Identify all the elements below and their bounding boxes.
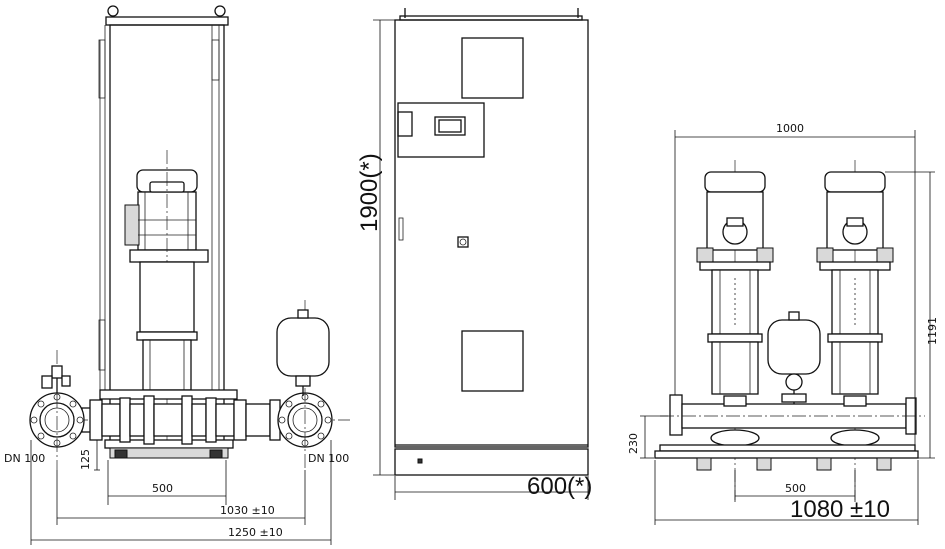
dim-1900-label: 1900(*) [356, 153, 383, 232]
dim-230-label: 230 [627, 433, 640, 454]
dim-125-label: 125 [79, 449, 92, 470]
dim-1030-label: 1030 ±10 [220, 504, 275, 517]
dim-600-label: 600(*) [527, 473, 592, 500]
dn-right-label: DN 100 [308, 452, 349, 465]
dim-1080-label: 1080 ±10 [790, 496, 890, 523]
dim-1191-label: 1191 [926, 317, 939, 345]
side-view [29, 5, 350, 545]
dim-500-right-label: 500 [785, 482, 806, 495]
dim-1250-label: 1250 ±10 [228, 526, 283, 539]
dn-left-label: DN 100 [4, 452, 45, 465]
rear-view [640, 130, 935, 525]
dim-500-left-label: 500 [152, 482, 173, 495]
front-view [373, 8, 589, 500]
dim-1000-label: 1000 [776, 122, 804, 135]
